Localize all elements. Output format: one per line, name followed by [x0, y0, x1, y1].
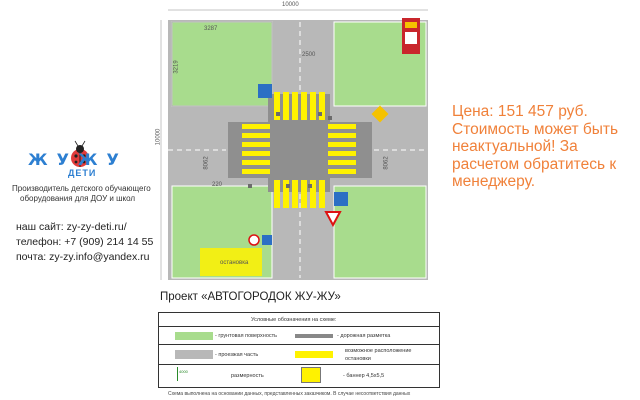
logo-tagline-line2: оборудования для ДОУ и школ	[20, 194, 136, 203]
logo-tagline-line1: Производитель детского обучающего	[12, 184, 151, 193]
bus-stop-label: остановка	[220, 260, 249, 266]
dim-road-left: 8062	[203, 156, 210, 170]
dim-220: 220	[212, 182, 223, 188]
legend-title: Условные обозначения на схеме:	[251, 317, 337, 323]
legend-swatch-busstop	[295, 351, 333, 358]
ladybug-logo-icon	[71, 140, 89, 167]
price-line4: расчетом обратитесь к	[452, 155, 617, 173]
contact-site[interactable]: наш сайт: zy-zy-deti.ru/	[16, 221, 127, 233]
project-title: Проект «АВТОГОРОДОК ЖУ-ЖУ»	[160, 291, 341, 303]
company-logo	[28, 138, 132, 184]
dim-left: 10000	[155, 128, 162, 146]
price-line5: менеджеру.	[452, 173, 536, 190]
dimension-sample-icon	[177, 367, 184, 381]
dim-top: 10000	[282, 2, 299, 8]
legend-item-marking: - дорожная разметка	[337, 333, 391, 339]
legend-table: Условные обозначения на схеме: - грунтов…	[158, 312, 440, 388]
playground-scheme: 10000 10000 3287 3219 2500 8062 220 8062…	[155, 2, 438, 286]
price-line1: Цена: 151 457 руб.	[452, 103, 588, 120]
legend-item-busstop-1: возможное расположение	[345, 348, 412, 354]
price-line2: Стоимость может быть	[452, 120, 619, 138]
banner-sample-icon	[301, 367, 321, 383]
legend-swatch-road	[175, 350, 213, 359]
dim-2500: 2500	[302, 52, 316, 58]
legend-item-dimension: размерность	[231, 373, 264, 379]
price-block: Цена: 151 457 руб. Стоимость может быть …	[452, 103, 637, 191]
dim-road-right: 8062	[383, 156, 390, 170]
legend-footnote: Схема выполнена на основании данных, пре…	[168, 391, 411, 397]
dim-block-h: 3219	[173, 60, 180, 74]
legend-item-banner: - баннер 4,5х5,5	[343, 373, 385, 379]
legend-item-grass: - грунтовая поверхность	[215, 333, 278, 339]
legend-dim-sample: 4000	[179, 369, 188, 374]
contact-phone[interactable]: телефон: +7 (909) 214 14 55	[16, 236, 154, 248]
price-line3: неактуальной! За	[452, 138, 578, 155]
dim-block-w: 3287	[204, 26, 218, 32]
legend-item-road: - проезжая часть	[215, 352, 259, 358]
legend-swatch-grass	[175, 332, 213, 340]
logo-sub-text: ДЕТИ	[68, 168, 97, 178]
legend-item-busstop-2: остановки	[345, 356, 371, 362]
contact-email[interactable]: почта: zy-zy.info@yandex.ru	[16, 251, 150, 263]
logo-brand-text: ЖУЖУ	[28, 150, 128, 169]
legend-swatch-marking	[295, 334, 333, 338]
